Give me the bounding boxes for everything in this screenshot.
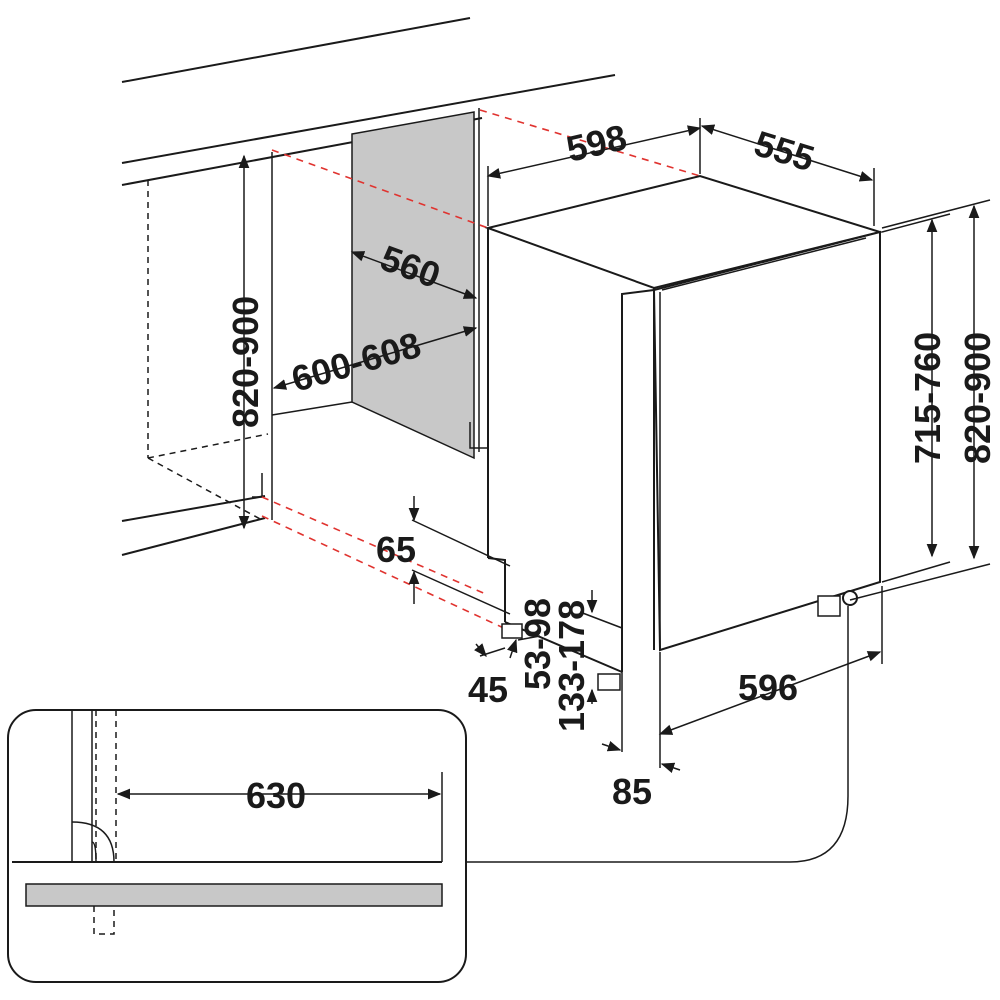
dim-line-820-900-right: [849, 199, 991, 601]
dishwasher-door: [652, 230, 881, 652]
dim-line-596: [658, 586, 883, 768]
label-cabinet-width: 598: [563, 116, 631, 169]
dim-line-133-178: [579, 590, 623, 704]
label-cabinet-depth: 555: [750, 122, 819, 179]
label-front-offset: 85: [612, 771, 652, 812]
label-plinth-height: 133-178: [551, 600, 592, 732]
label-body-height: 715-760: [907, 332, 948, 464]
label-niche-height: 820-900: [225, 296, 266, 428]
dim-line-555: [700, 124, 875, 226]
label-hose-length: 630: [246, 775, 306, 816]
detail-leader-line: [466, 606, 849, 863]
label-plinth-gap: 65: [376, 529, 416, 570]
left-cabinet-side: [252, 152, 353, 520]
label-total-height: 820-900: [957, 332, 998, 464]
dishwasher-feet: [501, 595, 841, 691]
hose-detail-inset: [7, 709, 467, 983]
dim-line-715-760: [881, 213, 951, 583]
dim-line-65: [408, 496, 511, 615]
dim-line-85: [601, 672, 681, 773]
dim-line-598: [486, 118, 702, 226]
label-door-width: 596: [738, 667, 798, 708]
dim-line-53-98: [507, 635, 541, 659]
dim-line-45: [474, 643, 506, 658]
red-guide-lines: [261, 109, 701, 631]
dim-line-600-608: [272, 326, 478, 390]
dishwasher-body: [484, 174, 884, 673]
dim-line-560: [350, 251, 478, 299]
label-side-offset: 45: [468, 669, 508, 710]
label-foot-adjust: 53-98: [517, 598, 558, 690]
